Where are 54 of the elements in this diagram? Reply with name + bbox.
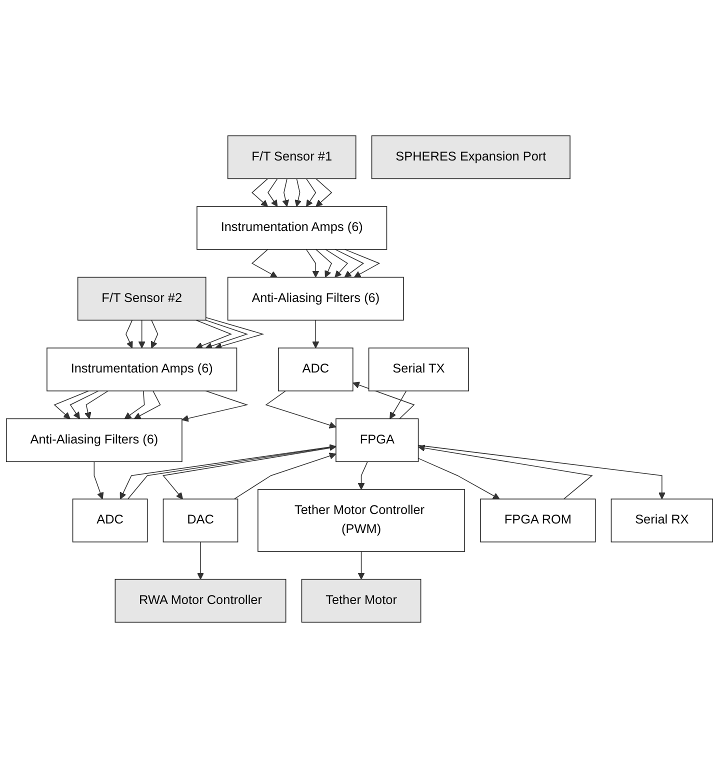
node-box: FPGA ROM <box>480 498 596 542</box>
arrow <box>196 320 232 349</box>
arrow <box>352 382 415 420</box>
node-box: Anti-Aliasing Filters (6) <box>227 276 404 321</box>
arrow <box>344 249 380 278</box>
node-box: RWA Motor Controller <box>114 578 286 623</box>
arrow <box>84 390 108 420</box>
node-box: FPGA <box>336 418 419 462</box>
node-box: Tether Motor Controller (PWM) <box>258 489 466 552</box>
node-box: SPHERES Expansion Port <box>371 135 570 180</box>
arrow <box>162 446 336 500</box>
node-box: Anti-Aliasing Filters (6) <box>6 418 182 462</box>
arrow <box>268 178 278 207</box>
arrow <box>316 178 332 207</box>
arrow <box>252 178 268 207</box>
arrow <box>306 178 316 207</box>
node-box: Instrumentation Amps (6) <box>196 206 388 250</box>
node-box: F/T Sensor #2 <box>77 276 206 321</box>
arrow <box>251 249 278 278</box>
node-box: ADC <box>72 498 148 542</box>
arrow <box>265 390 336 428</box>
arrow <box>234 452 336 500</box>
arrow <box>418 444 666 500</box>
arrow <box>126 320 133 348</box>
node-box: Serial TX <box>368 348 469 392</box>
arrow <box>358 461 368 490</box>
arrow <box>94 461 104 500</box>
arrow <box>294 178 302 207</box>
node-box: F/T Sensor #1 <box>227 135 356 180</box>
arrow <box>124 390 145 420</box>
arrow <box>138 320 146 348</box>
arrow <box>54 390 90 420</box>
arrow <box>418 458 500 500</box>
arrow <box>334 249 364 278</box>
arrow <box>306 249 320 278</box>
node-box: Instrumentation Amps (6) <box>46 348 238 392</box>
arrow <box>205 317 264 350</box>
arrow <box>325 249 348 278</box>
arrow <box>70 390 99 420</box>
arrow <box>282 178 290 207</box>
node-box: DAC <box>162 498 238 542</box>
arrow <box>150 320 158 348</box>
arrow <box>205 320 248 350</box>
node-box: Serial RX <box>610 498 714 542</box>
arrow <box>312 320 320 348</box>
arrow <box>134 390 161 420</box>
arrow <box>358 551 365 580</box>
arrow <box>316 249 332 278</box>
arrow <box>390 390 407 420</box>
arrow <box>182 390 248 422</box>
node-box: Tether Motor <box>301 578 422 623</box>
node-box: ADC <box>278 348 354 392</box>
arrow <box>197 542 204 580</box>
arrow <box>418 444 593 500</box>
